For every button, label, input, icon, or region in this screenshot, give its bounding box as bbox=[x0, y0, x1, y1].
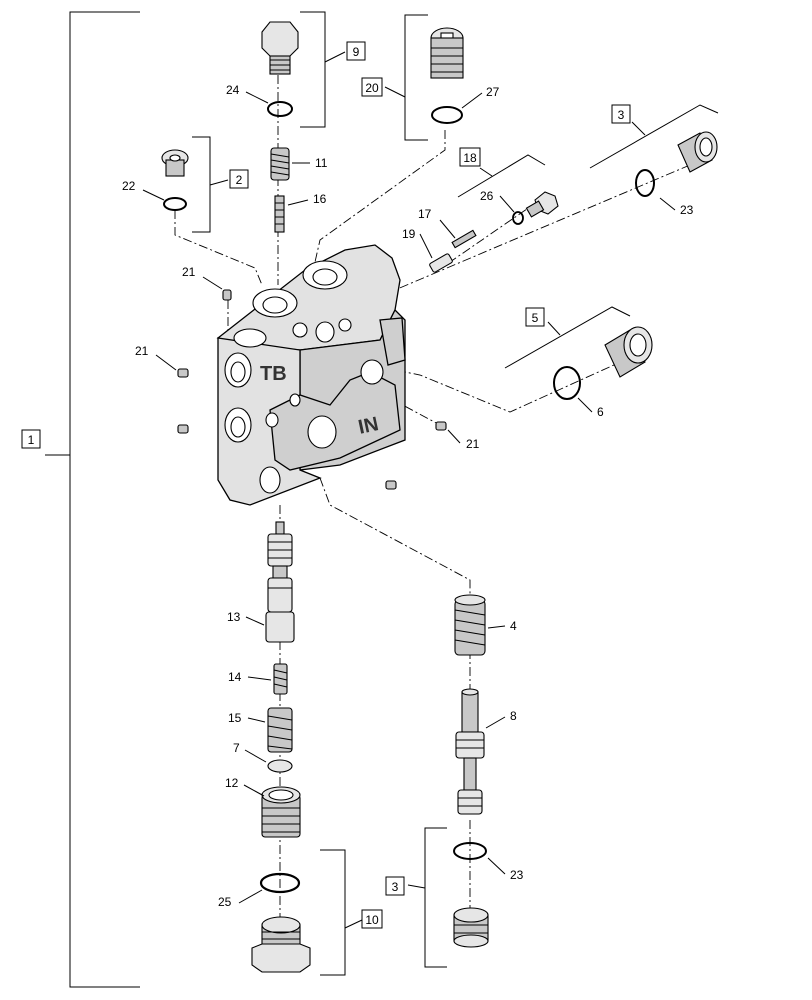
part-spring-4 bbox=[454, 594, 486, 656]
bracket-20 bbox=[384, 14, 428, 141]
callout-5: 5 bbox=[532, 311, 539, 325]
part-setscrews-21 bbox=[177, 289, 447, 490]
part-plug-2 bbox=[161, 149, 189, 211]
callout-23-lower: 23 bbox=[510, 868, 524, 882]
callout-box-9 bbox=[346, 41, 366, 61]
callout-4: 4 bbox=[510, 619, 517, 633]
part-plug-3-lower bbox=[453, 842, 489, 948]
callout-box-10 bbox=[361, 909, 383, 929]
callout-17: 17 bbox=[418, 207, 432, 221]
part-plug-10 bbox=[251, 872, 311, 973]
part-spool-13 bbox=[265, 521, 295, 643]
callout-26: 26 bbox=[480, 189, 494, 203]
callout-14: 14 bbox=[228, 670, 242, 684]
callout-box-20 bbox=[361, 77, 383, 97]
part-spring-15 bbox=[267, 707, 293, 753]
callout-12: 12 bbox=[225, 776, 239, 790]
bracket-3-lower bbox=[407, 827, 447, 968]
callout-20: 20 bbox=[365, 81, 379, 95]
valve-body: TB IN bbox=[216, 244, 406, 506]
bracket-10 bbox=[320, 849, 363, 976]
callout-21-top: 21 bbox=[182, 265, 196, 279]
callout-2: 2 bbox=[236, 173, 243, 187]
callout-13: 13 bbox=[227, 610, 241, 624]
part-poppet-8 bbox=[455, 688, 485, 815]
marking-in: IN bbox=[356, 413, 380, 439]
callout-21-left: 21 bbox=[135, 344, 149, 358]
callout-1: 1 bbox=[28, 433, 35, 447]
part-spring-11 bbox=[270, 147, 290, 181]
callout-3-lower: 3 bbox=[392, 880, 399, 894]
part-rod-16 bbox=[274, 195, 285, 233]
callout-11: 11 bbox=[315, 156, 328, 170]
bracket-3-upper bbox=[589, 104, 719, 169]
part-washer-7 bbox=[267, 759, 293, 773]
callout-23-upper: 23 bbox=[680, 203, 694, 217]
callout-10: 10 bbox=[365, 913, 379, 927]
marking-tb: TB bbox=[260, 363, 287, 385]
callout-6: 6 bbox=[597, 405, 604, 419]
callout-27: 27 bbox=[486, 85, 500, 99]
callout-8: 8 bbox=[510, 709, 517, 723]
part-plug-5 bbox=[553, 326, 653, 400]
callout-box-2 bbox=[229, 169, 249, 189]
callout-box-5 bbox=[525, 307, 545, 327]
callout-9: 9 bbox=[353, 45, 360, 59]
callout-box-1 bbox=[21, 429, 41, 449]
callout-15: 15 bbox=[228, 711, 242, 725]
callout-3-upper: 3 bbox=[618, 108, 625, 122]
bracket-9 bbox=[300, 11, 346, 128]
callout-21-right: 21 bbox=[466, 437, 480, 451]
callout-19: 19 bbox=[402, 227, 416, 241]
assembly-bracket-1 bbox=[45, 11, 140, 988]
part-plug-9 bbox=[261, 21, 299, 117]
bracket-2 bbox=[192, 136, 229, 233]
callout-22: 22 bbox=[122, 179, 136, 193]
part-sleeve-12 bbox=[261, 786, 301, 838]
callout-24: 24 bbox=[226, 83, 240, 97]
callout-box-3-lower bbox=[385, 876, 405, 896]
callout-18: 18 bbox=[463, 151, 477, 165]
part-spring-14 bbox=[273, 663, 288, 695]
bracket-5 bbox=[504, 306, 631, 369]
bracket-18 bbox=[457, 154, 546, 198]
callout-25: 25 bbox=[218, 895, 232, 909]
callout-box-3-upper bbox=[611, 104, 631, 124]
part-plug-20 bbox=[430, 27, 464, 124]
part-fitting-18 bbox=[429, 191, 559, 273]
callout-box-18 bbox=[459, 147, 481, 167]
callout-7: 7 bbox=[233, 741, 240, 755]
part-plug-3-upper bbox=[635, 131, 718, 197]
callout-16: 16 bbox=[313, 192, 327, 206]
